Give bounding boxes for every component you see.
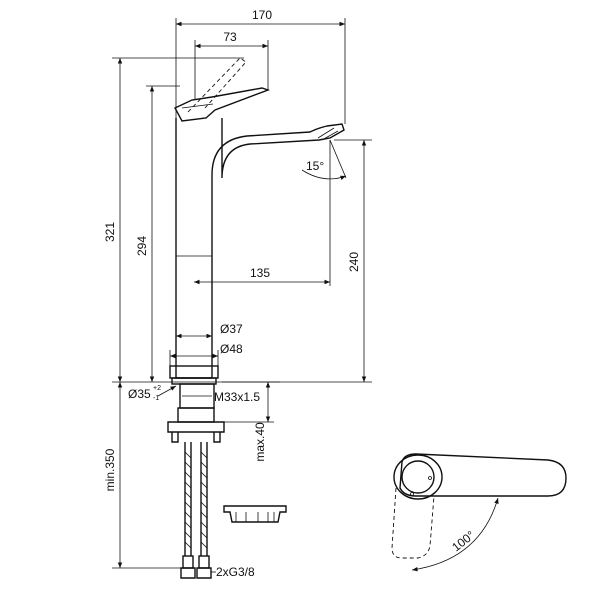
dim-handle-offset: 73 bbox=[223, 30, 237, 44]
dim-dia-hole: Ø35 bbox=[128, 387, 151, 401]
handle-top-view bbox=[391, 453, 567, 572]
dim-connection: 2xG3/8 bbox=[216, 565, 255, 579]
dim-outlet-height: 240 bbox=[347, 252, 361, 272]
handle-top-lever bbox=[399, 453, 567, 497]
deck-flange bbox=[171, 377, 217, 385]
dimension-lines bbox=[112, 18, 372, 573]
dim-dia-hole-tol-plus: +2 bbox=[153, 385, 161, 392]
handle-raised-ghost bbox=[187, 57, 247, 113]
dim-dia-hole-tol-minus: -1 bbox=[153, 395, 159, 402]
flex-hose bbox=[184, 442, 208, 556]
base-ring bbox=[169, 365, 219, 379]
mounting-plate bbox=[167, 421, 225, 443]
aerator-detail bbox=[223, 505, 287, 523]
faucet-body bbox=[175, 118, 345, 379]
dim-max-deck: max.40 bbox=[253, 422, 267, 462]
dim-reach: 135 bbox=[250, 266, 270, 280]
dim-tilt-angle: 15° bbox=[306, 159, 324, 173]
rotation-arc bbox=[411, 497, 499, 572]
hose-connector bbox=[182, 555, 194, 569]
dim-dia-base: Ø48 bbox=[220, 342, 243, 356]
dim-dia-body: Ø37 bbox=[220, 322, 243, 336]
dim-thread: M33x1.5 bbox=[214, 390, 260, 404]
spout-outlet bbox=[317, 127, 339, 141]
faucet-side-view bbox=[112, 57, 345, 579]
dim-height-spout: 294 bbox=[135, 236, 149, 256]
dim-width-total: 170 bbox=[252, 8, 272, 22]
dim-min-hose: min.350 bbox=[103, 448, 117, 491]
dim-height-total: 321 bbox=[103, 222, 117, 242]
handle-lever bbox=[174, 87, 271, 122]
